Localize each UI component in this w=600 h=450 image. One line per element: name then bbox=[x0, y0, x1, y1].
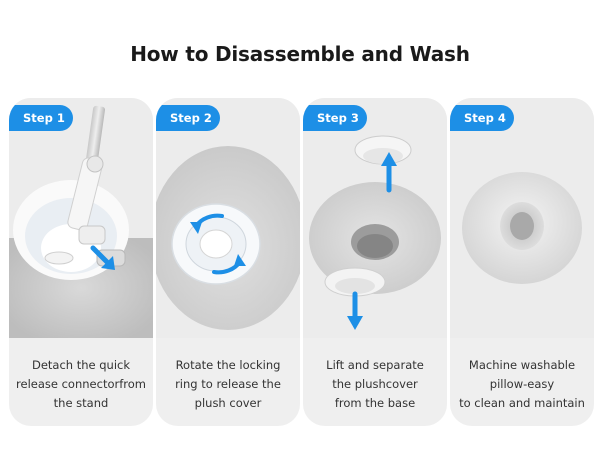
step-caption-3: Lift and separate the plushcover from th… bbox=[326, 358, 424, 410]
arrow-down-right-icon bbox=[90, 245, 115, 270]
step-badge-1: Step 1 bbox=[9, 105, 73, 131]
step-badge-4: Step 4 bbox=[450, 105, 514, 131]
step-badge-3: Step 3 bbox=[303, 105, 367, 131]
washable-pillow-illustration bbox=[450, 98, 594, 338]
step-card-1: Step 1 Detach the quick release connecto… bbox=[9, 98, 153, 426]
locking-ring-rotate-illustration bbox=[156, 98, 300, 338]
page-title: How to Disassemble and Wash bbox=[130, 42, 470, 66]
rotate-arrows-icon bbox=[190, 213, 246, 275]
step-card-2: Step 2 Rotate the locking ring to releas… bbox=[156, 98, 300, 426]
step-caption-1: Detach the quick release connectorfrom t… bbox=[16, 358, 146, 410]
step-badge-2: Step 2 bbox=[156, 105, 220, 131]
step-card-3: Step 3 Lift and separate the plushcover … bbox=[303, 98, 447, 426]
step-caption-4: Machine washable pillow-easy to clean an… bbox=[459, 358, 585, 410]
plush-cover-separate-illustration bbox=[303, 98, 447, 338]
arrow-up-down-icon bbox=[347, 152, 397, 330]
stand-connector-detach-illustration bbox=[9, 98, 153, 338]
step-card-4: Step 4 Machine washable pillow-easy to c… bbox=[450, 98, 594, 426]
step-caption-2: Rotate the locking ring to release the p… bbox=[175, 358, 281, 410]
